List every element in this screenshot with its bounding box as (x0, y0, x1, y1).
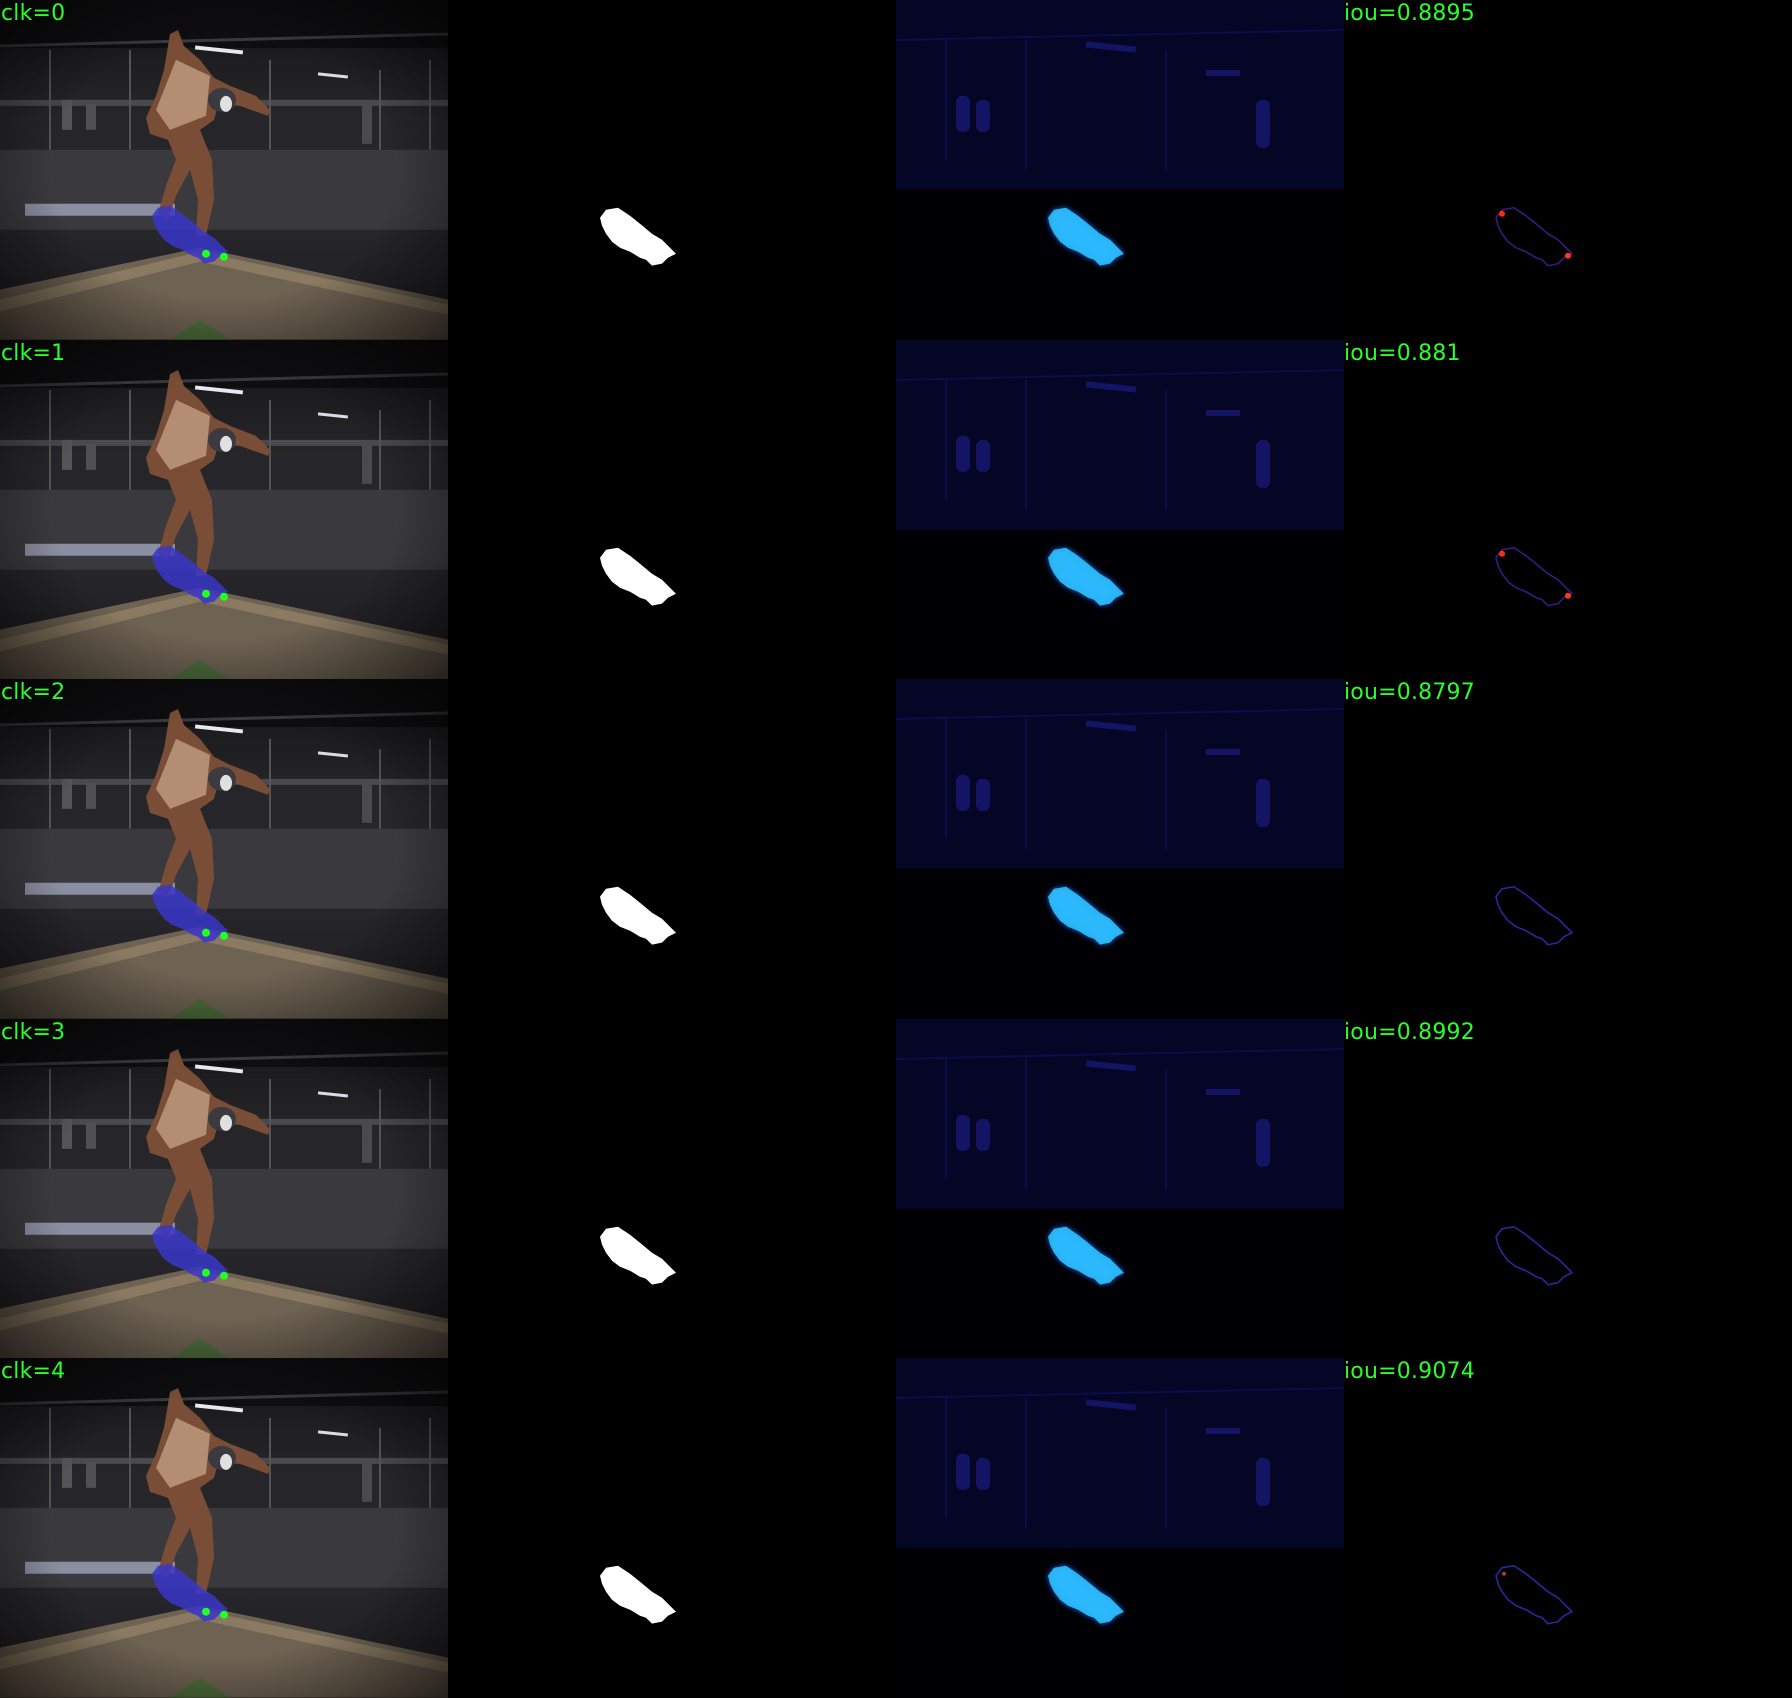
probability-map-panel (896, 679, 1344, 1019)
click-point (202, 589, 210, 598)
iou-label: iou=0.8895 (1344, 1, 1475, 26)
error-svg (1344, 339, 1792, 680)
click-point (220, 931, 228, 940)
probability-svg (896, 679, 1344, 1019)
skatepark-photo (0, 339, 448, 680)
click-count-label: clk=1 (1, 340, 66, 366)
mask-svg (448, 339, 896, 680)
error-map-panel (1344, 1358, 1792, 1698)
probability-map-panel (896, 0, 1344, 340)
iou-label: iou=0.881 (1344, 340, 1461, 366)
predicted-mask-panel (448, 679, 896, 1019)
probability-map-panel (896, 1018, 1344, 1359)
input-image-panel (0, 339, 448, 680)
click-count-label: clk=0 (1, 1, 66, 26)
click-point (202, 249, 210, 258)
click-point (202, 1268, 210, 1277)
predicted-mask-panel (448, 1358, 896, 1698)
error-map-panel (1344, 0, 1792, 340)
click-point (220, 1611, 228, 1620)
error-map-panel (1344, 679, 1792, 1019)
input-image-panel (0, 679, 448, 1019)
input-image-panel (0, 0, 448, 340)
skatepark-photo (0, 679, 448, 1019)
result-row: clk=3 iou=0.8992 (0, 1018, 1792, 1359)
skatepark-photo (0, 1018, 448, 1359)
mask-svg (448, 1358, 896, 1698)
probability-svg (896, 1358, 1344, 1698)
mask-shape (600, 1226, 676, 1285)
predicted-mask-panel (448, 339, 896, 680)
predicted-mask-panel (448, 1018, 896, 1359)
input-image-panel (0, 1358, 448, 1698)
probability-svg (896, 0, 1344, 340)
iou-label: iou=0.9074 (1344, 1359, 1475, 1385)
mask-shape (600, 1566, 676, 1625)
result-row: clk=2 iou=0.8797 (0, 679, 1792, 1019)
click-point (220, 252, 228, 261)
mask-svg (448, 679, 896, 1019)
click-count-label: clk=2 (1, 680, 66, 706)
error-svg (1344, 0, 1792, 340)
error-svg (1344, 1358, 1792, 1698)
error-map-panel (1344, 1018, 1792, 1359)
click-point (220, 592, 228, 601)
input-image-panel (0, 1018, 448, 1359)
result-row: clk=0 iou=0.8895 (0, 0, 1792, 340)
mask-shape (600, 547, 676, 606)
iou-label: iou=0.8797 (1344, 680, 1475, 706)
predicted-mask-panel (448, 0, 896, 340)
probability-map-panel (896, 1358, 1344, 1698)
error-svg (1344, 1018, 1792, 1359)
skatepark-photo (0, 1358, 448, 1698)
skatepark-photo (0, 0, 448, 340)
click-count-label: clk=4 (1, 1359, 66, 1385)
click-count-label: clk=3 (1, 1019, 66, 1045)
mask-svg (448, 1018, 896, 1359)
result-row: clk=4 iou=0.9074 (0, 1358, 1792, 1698)
iou-label: iou=0.8992 (1344, 1019, 1475, 1045)
probability-map-panel (896, 339, 1344, 680)
error-svg (1344, 679, 1792, 1019)
mask-shape (600, 886, 676, 945)
probability-svg (896, 339, 1344, 680)
probability-svg (896, 1018, 1344, 1359)
error-map-panel (1344, 339, 1792, 680)
result-row: clk=1 iou=0.881 (0, 339, 1792, 680)
mask-svg (448, 0, 896, 340)
click-point (220, 1271, 228, 1280)
click-point (202, 928, 210, 937)
click-point (202, 1608, 210, 1617)
mask-shape (600, 207, 676, 266)
